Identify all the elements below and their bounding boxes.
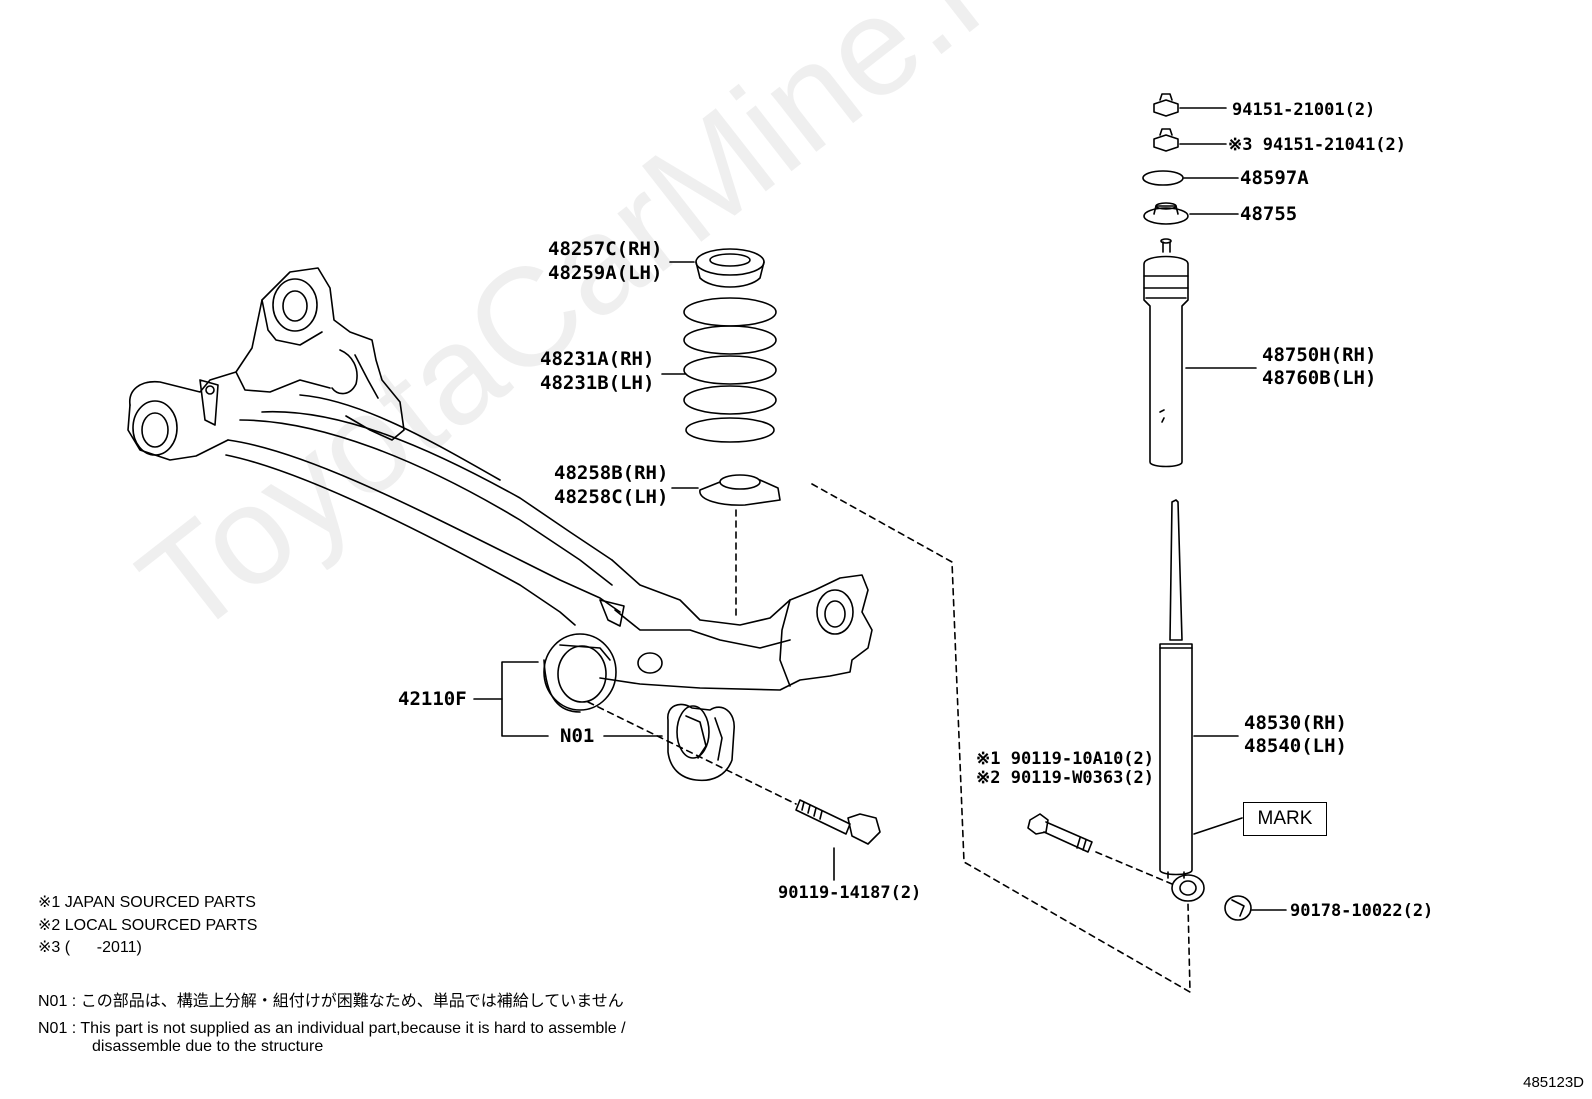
assembly-dashline [811,483,1191,993]
bushing-drawing [667,703,735,782]
cushion-drawing [1143,202,1239,225]
label-coil-spring-lh: 48231B(LH) [540,372,655,394]
nut-2-drawing [1153,128,1227,152]
axle-bolt-drawing [795,799,881,881]
shock-cover-drawing [1143,238,1257,468]
label-coil-spring-rh: 48231A(RH) [540,348,655,370]
mark-label: MARK [1243,802,1327,836]
label-bushing: N01 [560,725,595,747]
label-shock-cover-rh: 48750H(RH) [1262,344,1377,366]
note-n01-japanese: N01 : この部品は、構造上分解・組付けが困難なため、単品では補給していません [38,993,624,1010]
note-local-sourced: ※2 LOCAL SOURCED PARTS [38,917,258,934]
note-japan-sourced: ※1 JAPAN SOURCED PARTS [38,894,256,911]
note-n01-english-line1: N01 : This part is not supplied as an in… [38,1020,626,1037]
label-shock-bolt-1: ※1 90119-10A10(2) [976,749,1155,769]
label-lower-insulator-rh: 48258B(RH) [554,462,669,484]
label-cushion: 48755 [1240,203,1298,225]
label-absorber-lh: 48540(LH) [1244,735,1347,757]
label-axle-bolt: 90119-14187(2) [778,883,922,903]
coil-spring-drawing [661,297,777,443]
label-upper-insulator-lh: 48259A(LH) [548,262,663,284]
label-shock-nut: 90178-10022(2) [1290,901,1434,921]
axle-bracket-lines [473,661,663,737]
nut-1-drawing [1153,93,1227,117]
label-shock-cover-lh: 48760B(LH) [1262,367,1377,389]
shock-nut-drawing [1224,895,1287,921]
label-shock-bolt-2: ※2 90119-W0363(2) [976,768,1155,788]
shock-bolt-dashline [1095,851,1173,885]
label-upper-insulator-rh: 48257C(RH) [548,238,663,260]
axle-bolt-dashline [587,701,797,805]
note-n01-english-line2: disassemble due to the structure [92,1038,324,1055]
axle-beam-drawing [127,267,873,713]
label-nut-1: 94151-21001(2) [1232,100,1376,120]
shock-bolt-drawing [1027,813,1093,853]
diagram-id: 485123D [1523,1074,1584,1091]
upper-insulator-drawing [669,248,765,288]
label-lower-insulator-lh: 48258C(LH) [554,486,669,508]
label-nut-2: ※3 94151-21041(2) [1228,135,1407,155]
washer-drawing [1142,170,1239,186]
label-axle-beam: 42110F [398,688,467,710]
label-washer: 48597A [1240,167,1309,189]
absorber-drawing [1159,499,1243,902]
note-date-range: ※3 ( -2011) [38,939,142,956]
lower-insulator-drawing [671,474,781,506]
label-absorber-rh: 48530(RH) [1244,712,1347,734]
